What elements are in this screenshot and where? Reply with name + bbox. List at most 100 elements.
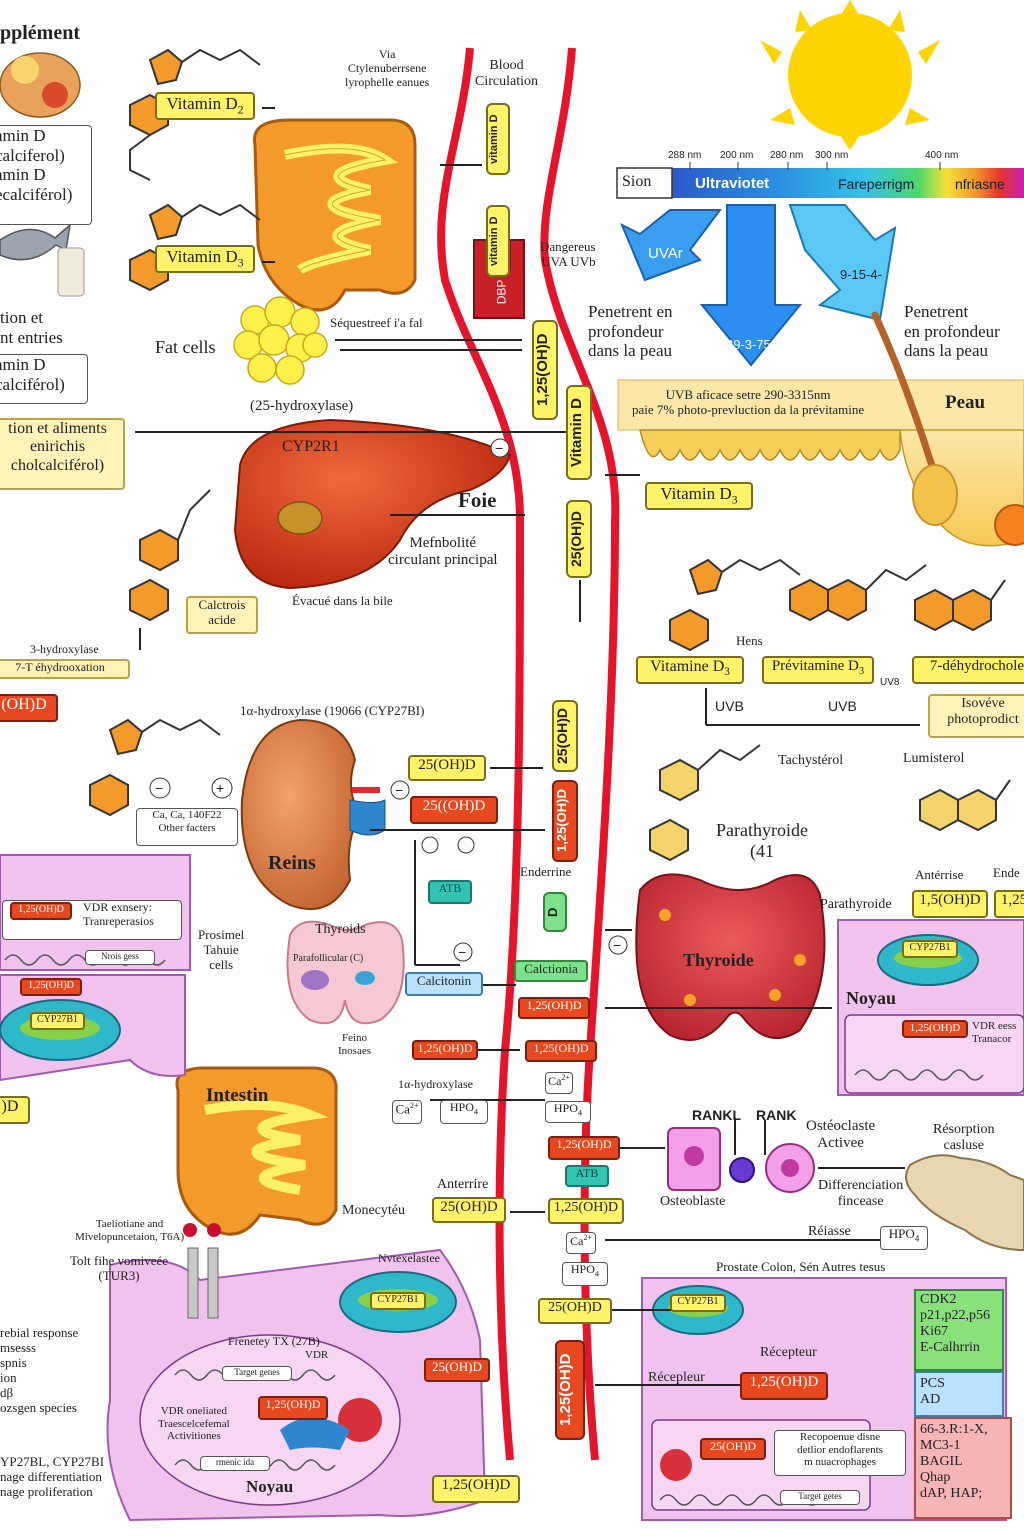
oh125-vertical-pill: 1,25(OH)D <box>552 780 578 862</box>
nm-label: 300 nm <box>815 150 849 161</box>
hens-label: Hens <box>736 633 763 648</box>
vdr-label: VDR <box>305 1349 329 1361</box>
vitamin-d3-source-box: amin D calciférol) <box>0 354 88 404</box>
uvb-label-1: UVB <box>715 698 744 714</box>
tissue-25ohd-small-pill: 25(OH)D <box>700 1438 766 1460</box>
svg-text:−: − <box>458 944 466 960</box>
immune-response-list: rebial response msesss spnis ion dβ ozsg… <box>0 1325 79 1415</box>
vdr-right-label: VDR eess Tranacor <box>972 1020 1017 1045</box>
osteoclast-label: Ostéoclaste Activee <box>806 1118 876 1152</box>
cell-pill: 1,25(OH)D <box>20 978 82 996</box>
intestine-bottom-icon <box>175 1066 338 1236</box>
sion-label: Sion <box>622 173 652 190</box>
vitamin-d2-box: Vitamin D2 <box>155 92 255 120</box>
rank-label: RANK <box>756 1107 797 1123</box>
target-genes-monocyte-box: Target genes <box>222 1366 292 1381</box>
penetrate-right-label: Penetrent en profondeur dans la peau <box>904 302 1000 361</box>
25-hydroxylase-label: (25-hydroxylase) <box>250 398 354 414</box>
1a-hydroxylase-label: 1α-hydroxylase (19066 (CYP27BI) <box>240 703 425 718</box>
target-genes-tissue-box: Target getes <box>780 1490 860 1505</box>
uv-penetration-arrows <box>620 204 897 367</box>
vitamin-d3-box: Vitamin D3 <box>155 245 255 273</box>
intake-label: tion et nt entries <box>0 308 63 347</box>
supplement-title: pplément <box>0 22 80 44</box>
frenetey-label: Frenetey TX (27B) <box>228 1334 320 1348</box>
cyp27b1-monocyte-pill: CYP27B1 <box>370 1292 426 1310</box>
via-lymph-label: Via Ctylenuberrsene lyrophelle eanues <box>345 47 430 89</box>
ultraviolet-label: Ultraviotet <box>695 175 770 192</box>
left-oh-d-pill: (OH)D <box>0 694 58 722</box>
uvb-label-3: UV8 <box>880 677 900 688</box>
tissue-125ohd-pill: 1,25(OH)D <box>740 1372 828 1400</box>
kidney-125ohd-pill: 25((OH)D <box>410 796 498 824</box>
1a-hydroxylase-2-label: 1α-hydroxylase <box>398 1077 473 1091</box>
bile-excretion-label: Évacué dans la bile <box>292 593 393 608</box>
uv-spectrum-bar <box>670 168 1024 198</box>
uvb-label-2: UVB <box>828 698 857 714</box>
parafollicular-label: Parafollicular (C) <box>293 953 364 964</box>
nucleus-125ohd-pill: 1,25(OH)D <box>258 1396 328 1420</box>
calcium-box: Ca2+ <box>392 1100 422 1124</box>
isomer-photoproduct-box: Isovéve photoprodict <box>928 694 1024 738</box>
tissue-25ohd-pill: 25(OH)D <box>538 1298 612 1324</box>
nucleus-right-125ohd-pill: 1,25(OH)D <box>902 1020 968 1038</box>
uva-right-arrow-label: 9-15-4- <box>840 267 882 282</box>
bone-125ohd-pill: 1,25(OH)D <box>548 1198 624 1224</box>
sequestered-label: Séquestreef i'a fal <box>330 315 423 330</box>
uvb-arrow-label: 29-3-75 <box>726 337 771 352</box>
toll-like-receptor-label: Tolt fihe vomiveée (TUR3) <box>70 1253 169 1283</box>
liver-icon <box>233 418 512 590</box>
cyp27b1-right-pill: CYP27B1 <box>902 940 958 958</box>
infrared-label: nfriasne <box>955 176 1005 192</box>
thyroid-125ohd-pill: 1,25(OH)D <box>518 997 590 1019</box>
macrophage-note-box: Recopoenue disne detlior endoflarents m … <box>774 1430 906 1476</box>
svg-text:−: − <box>495 440 503 456</box>
resorption-label: Résorption casluse <box>933 1122 995 1154</box>
molecule-structures <box>89 48 1011 862</box>
dbp-label: DBP <box>494 279 509 305</box>
vdr-mediated-label: VDR oneliated Traescelcefemal Activition… <box>158 1405 230 1443</box>
skin-vitamin-d3-box: Vitamin D3 <box>645 482 753 510</box>
uva-arrow-label: UVAr <box>648 245 683 262</box>
cell-cycle-list: CDK2 p21,p22,p56 Ki67 E-Calhrrin <box>920 1292 990 1356</box>
pcs-list: PCS AD <box>920 1376 945 1408</box>
vitamin-d3-vertical-pill: Vitamin D <box>566 385 592 480</box>
3-hydroxylase-label: 3-hydroxylase <box>30 642 99 656</box>
nvtexelastee-label: Nvtexelastee <box>378 1251 440 1265</box>
uvb-effective-label: UVB aficace setre 290-3315nm paie 7% pho… <box>632 387 865 417</box>
cyp2r1-label: CYP2R1 <box>282 438 340 455</box>
d-pill: D <box>543 892 567 932</box>
calcitonin-green-pill: Calctionia <box>514 960 588 982</box>
nucleus-label: Noyau <box>246 1477 294 1496</box>
oh25-vertical-pill: 1,25(OH)D <box>532 320 558 420</box>
parathyroid-label: Parathyroide <box>820 897 892 912</box>
feino-inosaes-label: Feino Inosaes <box>338 1032 371 1057</box>
bottom-125ohd-pill: 1,25(OH)D <box>432 1475 520 1503</box>
other-factors-box: Ca, Ca, 140F22 Other facters <box>136 808 238 846</box>
endocrine-label: Enderrine <box>520 864 572 879</box>
oh25-vertical-pill-2: 25(OH)D <box>566 500 592 578</box>
lumisterol-label: Lumisterol <box>903 751 965 766</box>
food-icon <box>0 52 81 118</box>
osteoblast-label: Osteoblaste <box>660 1194 726 1209</box>
feino-125ohd-pill: 1,25(OH)D <box>412 1040 478 1060</box>
monocyte-label: Monecytéu <box>342 1203 405 1218</box>
sun-icon <box>760 0 940 150</box>
bone-phosphate-box: HPO4 <box>562 1262 608 1286</box>
7-dehydrocholesterol-box: 7-déhydrochole <box>912 656 1024 684</box>
anterise-label: Antérrise <box>915 867 964 882</box>
small-thyroid-icon <box>286 920 405 1025</box>
monocyte-pill-25ohd: 25(OH)D <box>424 1358 490 1382</box>
fish-icon <box>0 223 85 297</box>
svg-text:+: + <box>216 780 224 796</box>
circulation-phosphate-box: HPO4 <box>545 1101 591 1123</box>
differentiation-label: Differenciation fincease <box>818 1178 904 1210</box>
receptor-label-2: Récepleur <box>648 1370 705 1385</box>
nm-label: 288 nm <box>668 150 702 161</box>
cyp27b1-tissue-pill: CYP27B1 <box>670 1294 726 1312</box>
left-d-pill: )D <box>0 1096 30 1124</box>
apoptosis-list: 66-3.R:1-X, MC3-1 BAGIL Qhap dAP, HAP; <box>920 1422 988 1502</box>
monocyte-25ohd-pill: 25(OH)D <box>432 1197 506 1223</box>
fortified-foods-box: tion et aliments enirichis cholcalciféro… <box>0 418 125 490</box>
ende-label: Ende <box>993 865 1020 880</box>
